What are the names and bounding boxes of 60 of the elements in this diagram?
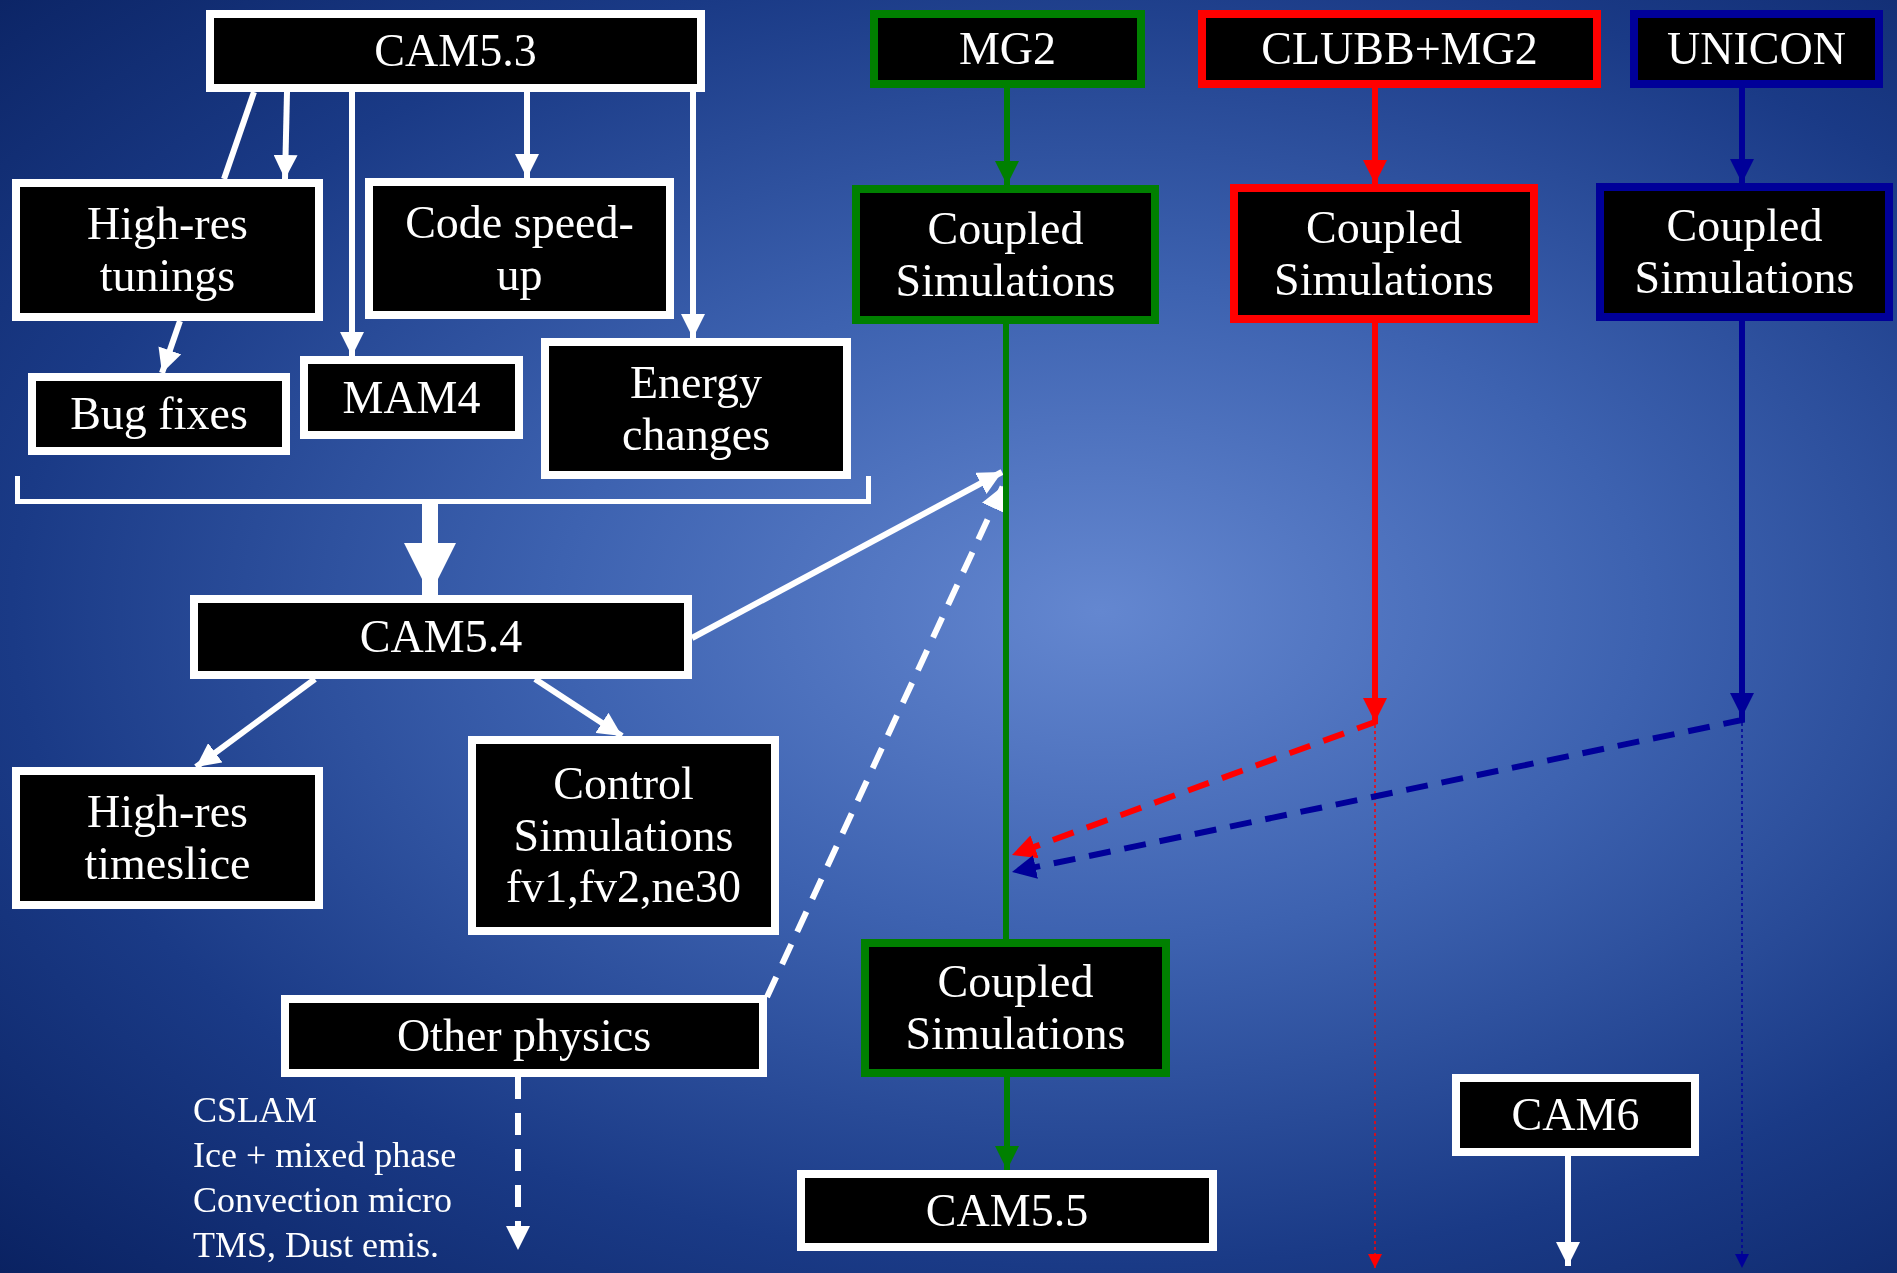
process-box	[1230, 184, 1538, 323]
arrow	[1556, 1156, 1580, 1266]
box-label: Other physics	[396, 1010, 652, 1062]
arrow	[273, 91, 298, 180]
process-box	[28, 373, 290, 455]
box-label: Coupled Simulations	[904, 956, 1127, 1060]
arrow	[681, 92, 705, 338]
box-label: Energy changes	[620, 356, 772, 461]
process-box	[468, 736, 779, 935]
arrow	[506, 1077, 530, 1250]
connector-line	[1003, 324, 1009, 939]
process-box	[206, 10, 705, 92]
process-box	[300, 356, 523, 439]
box-label: CAM5.5	[925, 1184, 1089, 1237]
box-label: High-res timeslice	[83, 786, 252, 890]
note-text: Ice + mixed phase	[193, 1134, 457, 1177]
process-box	[12, 767, 323, 909]
bracket	[15, 476, 871, 504]
box-label: Bug fixes	[70, 388, 248, 440]
arrow	[1730, 321, 1754, 717]
arrow	[158, 320, 183, 374]
process-box	[281, 995, 767, 1077]
box-label: MAM4	[342, 371, 481, 424]
box-label: MG2	[958, 23, 1057, 75]
box-label: Coupled Simulations	[1273, 201, 1495, 306]
arrow	[515, 92, 539, 178]
box-label: Coupled Simulations	[1633, 200, 1856, 304]
arrow	[995, 88, 1019, 185]
arrow	[764, 484, 1006, 999]
note-text: CSLAM	[193, 1089, 318, 1132]
process-box	[870, 10, 1145, 88]
note-text: Convection micro	[193, 1179, 452, 1222]
arrow	[340, 92, 364, 356]
box-label: High-res tunings	[86, 198, 249, 302]
arrow	[404, 504, 456, 595]
process-box	[1596, 183, 1893, 321]
process-box	[190, 595, 692, 679]
process-box	[861, 939, 1170, 1077]
process-box	[797, 1170, 1217, 1251]
box-label: CAM5.4	[359, 611, 523, 663]
process-box	[1198, 10, 1601, 88]
arrow	[995, 1077, 1019, 1170]
arrow	[1363, 88, 1387, 184]
box-label: UNICON	[1667, 23, 1846, 75]
arrow	[1730, 88, 1754, 183]
box-label: CLUBB+MG2	[1261, 23, 1538, 75]
box-label: Coupled Simulations	[894, 202, 1117, 307]
arrow	[1363, 323, 1387, 722]
connector-line	[221, 91, 257, 180]
process-box	[12, 179, 323, 321]
box-label: Control Simulations fv1,fv2,ne30	[504, 757, 743, 914]
process-box	[852, 185, 1159, 324]
process-box	[1630, 10, 1883, 88]
process-box	[1452, 1074, 1699, 1156]
box-label: Code speed-up	[404, 196, 635, 301]
process-box	[541, 338, 851, 479]
box-label: CAM6	[1511, 1089, 1640, 1141]
box-label: CAM5.3	[374, 25, 537, 77]
process-box	[365, 178, 674, 319]
note-text: TMS, Dust emis.	[193, 1224, 440, 1267]
